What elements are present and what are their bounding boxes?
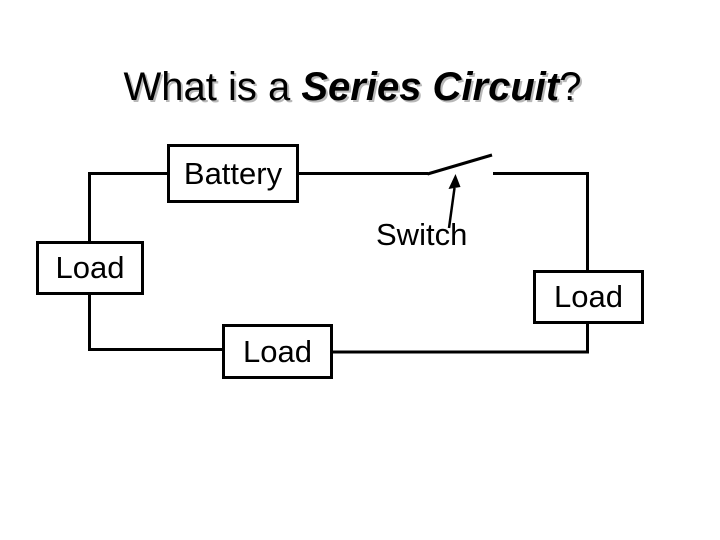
title-suffix: ? <box>559 65 582 109</box>
battery-box: Battery <box>167 144 299 203</box>
switch-arrow <box>447 174 461 229</box>
slide-title: What is a Series Circuit? <box>0 63 705 111</box>
switch-arrow-shaft <box>447 187 456 229</box>
load-bottom-label: Load <box>243 333 312 369</box>
switch-blade <box>427 153 493 176</box>
title-emphasis: Series Circuit <box>301 65 560 109</box>
load-left-label: Load <box>55 250 125 285</box>
load-box-bottom: Load <box>222 324 333 379</box>
battery-label: Battery <box>183 155 283 191</box>
switch-arrow-head <box>448 174 461 189</box>
title-prefix: What is a <box>123 65 302 109</box>
switch-label: Switch <box>376 217 468 252</box>
load-box-right: Load <box>533 270 644 324</box>
load-right-label: Load <box>554 279 623 314</box>
load-box-left: Load <box>36 241 144 295</box>
